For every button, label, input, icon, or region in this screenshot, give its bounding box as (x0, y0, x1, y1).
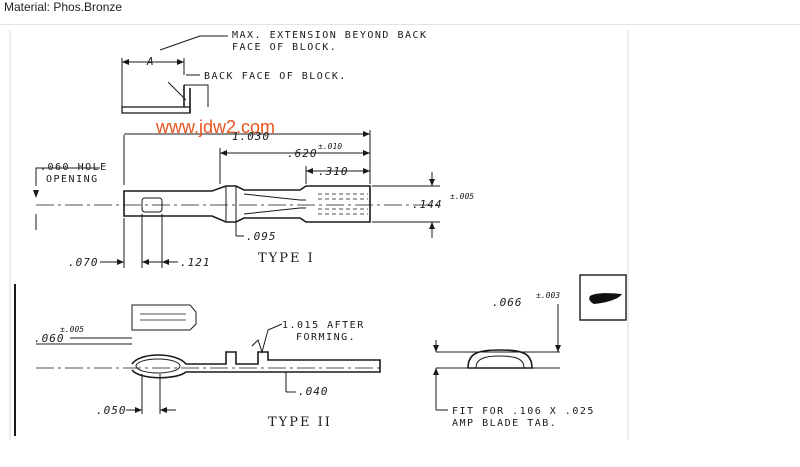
dim-066-tol: ±.003 (536, 291, 560, 300)
extension-detail (121, 35, 228, 114)
type2-label: TYPE II (268, 415, 332, 430)
watermark-text: www.jdw2.com (155, 117, 275, 137)
max-extension-line1: MAX. EXTENSION BEYOND BACK (232, 30, 428, 41)
type2-terminal (36, 304, 381, 379)
dim-040: .040 (298, 385, 329, 398)
dim-a-label: A (146, 55, 155, 68)
dim-066: .066 (492, 296, 523, 309)
type2-end-view (433, 304, 561, 411)
dim-620-tol: ±.010 (318, 142, 342, 151)
dim-050: .050 (96, 404, 127, 417)
dim-060: .060 (34, 332, 65, 345)
hole-label-line2: OPENING (46, 174, 99, 185)
dim-310: .310 (318, 165, 349, 178)
dim-144: .144 (412, 198, 443, 211)
dim-060-tol: ±.005 (60, 325, 84, 334)
dim-121: .121 (180, 256, 211, 269)
hole-label-line1: .060 HOLE (40, 162, 108, 173)
dim-620: .620 (287, 147, 318, 160)
max-extension-line2: FACE OF BLOCK. (232, 42, 337, 53)
redacted-mark (589, 293, 622, 304)
type1-label: TYPE I (258, 251, 315, 266)
dim-095: .095 (246, 230, 277, 243)
header-divider (0, 24, 800, 25)
material-label: Material: Phos.Bronze (4, 0, 123, 14)
dim-070: .070 (68, 256, 99, 269)
title-bar: Material: Phos.Bronze (0, 0, 800, 24)
fit-line1: FIT FOR .106 X .025 (452, 406, 595, 417)
forming-line1: 1.015 AFTER (282, 320, 365, 331)
back-face-label: BACK FACE OF BLOCK. (204, 71, 347, 82)
fit-line2: AMP BLADE TAB. (452, 418, 557, 429)
logo-box (579, 274, 627, 321)
dim-144-tol: ±.005 (450, 192, 474, 201)
type1-terminal (36, 185, 440, 223)
dim-overall-length: 1.030 (232, 130, 270, 143)
forming-line2: FORMING. (296, 332, 356, 343)
